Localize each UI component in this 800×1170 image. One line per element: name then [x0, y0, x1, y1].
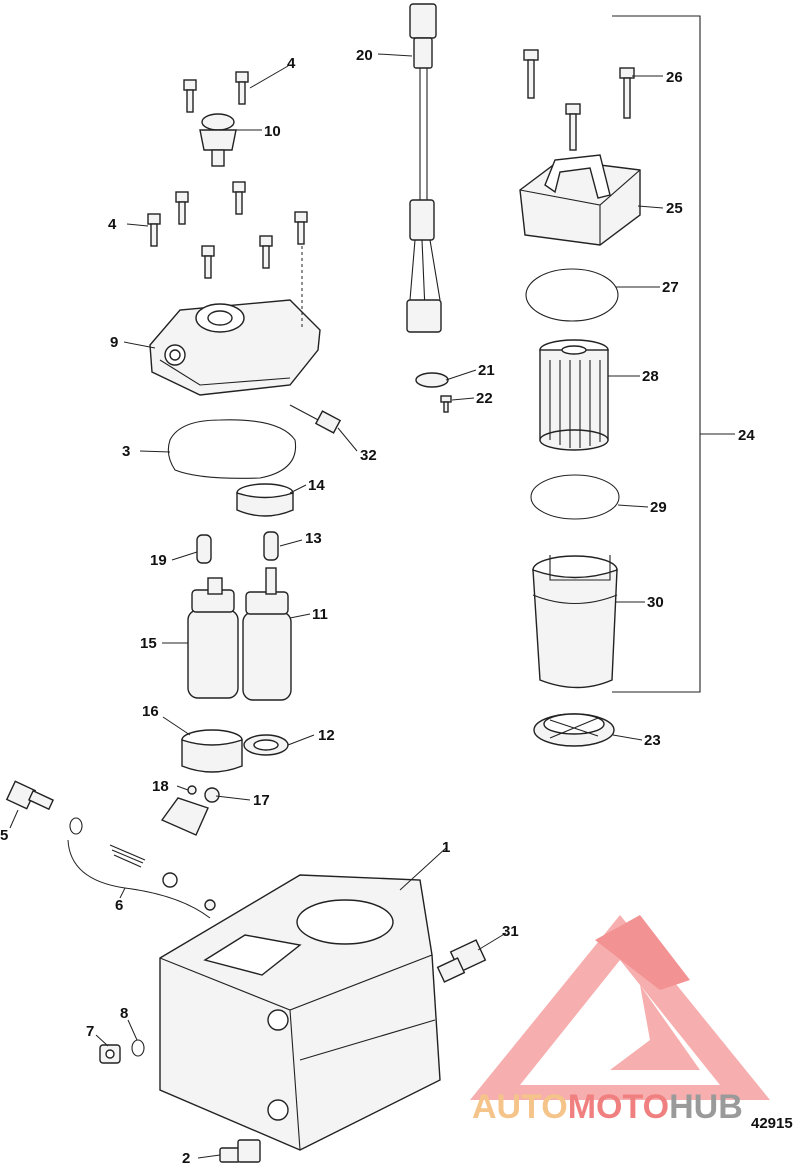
callout-13: 13 — [305, 530, 322, 547]
callout-28: 28 — [642, 368, 659, 385]
callout-4-top: 4 — [287, 55, 296, 72]
callout-16: 16 — [142, 703, 159, 720]
part-16-sleeve — [181, 729, 243, 773]
callout-labels: 1 2 3 4 4 5 6 7 8 9 10 11 12 13 14 15 16… — [0, 47, 755, 1167]
part-10-regulator — [199, 113, 237, 167]
part-1-housing — [159, 874, 441, 1151]
callout-20: 20 — [356, 47, 373, 64]
callout-3: 3 — [122, 443, 130, 460]
callout-31: 31 — [502, 923, 519, 940]
part-13-sleeve — [263, 531, 279, 561]
part-20-harness — [406, 3, 442, 333]
part-31-fitting — [436, 939, 487, 983]
part-18-ball — [187, 785, 197, 795]
callout-10: 10 — [264, 123, 281, 140]
part-12-grommet — [243, 734, 289, 756]
callout-24: 24 — [738, 427, 755, 444]
part-14 — [236, 483, 294, 517]
callout-8: 8 — [120, 1005, 128, 1022]
callout-23: 23 — [644, 732, 661, 749]
part-11-pump — [242, 567, 292, 701]
callout-7: 7 — [86, 1023, 94, 1040]
callout-4-left: 4 — [108, 216, 117, 233]
part-15-pump — [187, 577, 239, 699]
callout-29: 29 — [650, 499, 667, 516]
part-21-bracket — [415, 372, 449, 388]
callout-32: 32 — [360, 447, 377, 464]
part-5-fitting — [5, 780, 55, 811]
callout-1: 1 — [442, 839, 450, 856]
callout-14: 14 — [308, 477, 325, 494]
watermark-moto: MOTO — [568, 1088, 669, 1126]
part-23-cap — [533, 713, 615, 747]
callout-18: 18 — [152, 778, 169, 795]
part-19-sleeve — [196, 534, 212, 564]
part-9-cover — [149, 299, 321, 396]
callout-15: 15 — [140, 635, 157, 652]
callout-12: 12 — [318, 727, 335, 744]
part-8-oring — [131, 1039, 145, 1057]
watermark-hub: HUB — [669, 1088, 743, 1126]
part-6-group — [67, 817, 216, 919]
watermark-logo — [470, 915, 770, 1100]
part-17-strainer — [160, 787, 220, 836]
callout-11: 11 — [312, 606, 328, 623]
part-2-fitting — [219, 1139, 261, 1163]
callout-30: 30 — [647, 594, 664, 611]
callout-17: 17 — [253, 792, 270, 809]
callout-5: 5 — [0, 827, 8, 844]
part-7-plug — [99, 1044, 121, 1064]
part-29-ring — [530, 474, 620, 520]
part-32-sensor — [289, 404, 342, 434]
watermark-auto: AUTO — [472, 1088, 568, 1126]
figure-number: 42915 — [751, 1115, 793, 1132]
part-27-oring — [525, 268, 619, 322]
bracket-24 — [612, 15, 735, 693]
leader-lines — [9, 53, 664, 1159]
watermark-text: AUTOMOTOHUB — [472, 1088, 743, 1126]
callout-25: 25 — [666, 200, 683, 217]
part-26-bolts — [523, 49, 635, 151]
part-30-bowl — [532, 555, 618, 689]
callout-22: 22 — [476, 390, 493, 407]
callout-21: 21 — [478, 362, 495, 379]
part-3-oring — [167, 419, 297, 479]
callout-26: 26 — [666, 69, 683, 86]
callout-6: 6 — [115, 897, 123, 914]
part-22-screw — [440, 395, 452, 413]
bolts-group-4 — [147, 71, 308, 279]
callout-19: 19 — [150, 552, 167, 569]
part-25-cover — [519, 154, 641, 246]
part-28-filter — [539, 339, 609, 451]
callout-9: 9 — [110, 334, 118, 351]
callout-27: 27 — [662, 279, 679, 296]
callout-2: 2 — [182, 1150, 190, 1167]
